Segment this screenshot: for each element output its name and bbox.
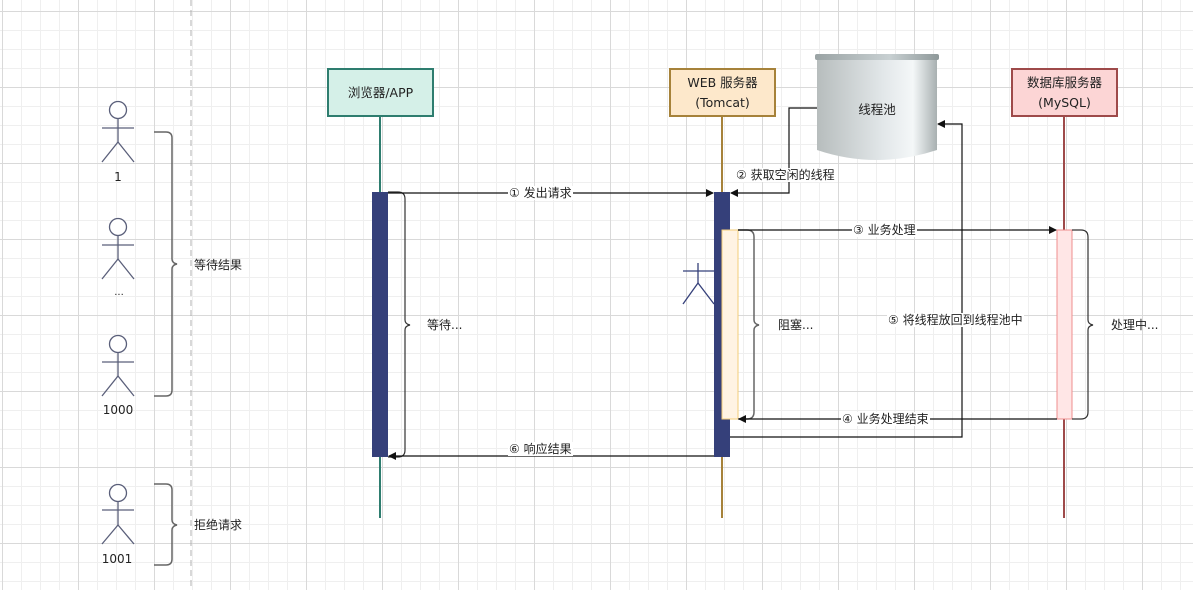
message-2-arrow <box>730 107 817 197</box>
message-6-label: ⑥ 响应结果 <box>508 442 573 456</box>
user-figure-1000 <box>101 334 135 397</box>
message-4-step: ④ <box>842 412 853 426</box>
message-6-text: 响应结果 <box>523 442 572 456</box>
participant-web-line1: WEB 服务器 <box>687 74 758 90</box>
message-2-step: ② <box>736 168 747 182</box>
message-5-label: ⑤ 将线程放回到线程池中 <box>887 313 1024 327</box>
user-figure-1 <box>101 100 135 163</box>
reject-request-label: 拒绝请求 <box>194 518 243 532</box>
browser-wait-brace <box>388 191 411 458</box>
participant-db-line2: (MySQL) <box>1038 94 1091 110</box>
user-label-1000: 1000 <box>102 403 134 417</box>
browser-wait-label: 等待... <box>427 318 463 332</box>
waiting-result-label: 等待结果 <box>194 258 243 272</box>
message-1-label: ① 发出请求 <box>508 186 573 200</box>
thread-pool-label-box[interactable]: 线程池 <box>817 90 937 130</box>
user-label-1001: 1001 <box>101 552 133 566</box>
web-block-label: 阻塞... <box>778 318 814 332</box>
user-label-1: 1 <box>114 170 122 184</box>
message-3-label: ③ 业务处理 <box>852 223 917 237</box>
web-block-brace <box>738 229 760 420</box>
thread-pool-cylinder <box>815 54 939 160</box>
message-1-step: ① <box>509 186 520 200</box>
rejected-brace <box>154 483 178 566</box>
participant-web-line2: (Tomcat) <box>695 94 750 110</box>
participant-db-server[interactable]: 数据库服务器 (MySQL) <box>1011 68 1118 117</box>
message-4-label: ④ 业务处理结束 <box>841 412 930 426</box>
thread-figure <box>682 263 715 305</box>
participant-db-line1: 数据库服务器 <box>1026 74 1102 90</box>
user-figure-ellipsis <box>101 217 135 280</box>
thread-pool-label: 线程池 <box>858 102 896 117</box>
user-figure-1001 <box>101 483 135 545</box>
db-processing-label: 处理中... <box>1111 318 1159 332</box>
user-label-ellipsis: ... <box>114 287 124 298</box>
db-activation-bar <box>1056 229 1073 420</box>
message-3-step: ③ <box>853 223 864 237</box>
message-2-label: ② 获取空闲的线程 <box>735 168 836 182</box>
browser-activation-bar <box>372 192 388 457</box>
participant-browser-label: 浏览器/APP <box>347 84 414 100</box>
participant-browser[interactable]: 浏览器/APP <box>327 68 434 117</box>
db-processing-brace <box>1072 229 1094 420</box>
message-5-step: ⑤ <box>888 313 899 327</box>
message-3-text: 业务处理 <box>867 223 916 237</box>
message-6-step: ⑥ <box>509 442 520 456</box>
message-5-text: 将线程放回到线程池中 <box>902 313 1023 327</box>
message-4-text: 业务处理结束 <box>856 412 929 426</box>
web-thread-activation-bar <box>721 229 739 420</box>
message-1-text: 发出请求 <box>523 186 572 200</box>
message-2-text: 获取空闲的线程 <box>750 168 835 182</box>
participant-web-server[interactable]: WEB 服务器 (Tomcat) <box>669 68 776 117</box>
message-5-arrow <box>730 120 963 438</box>
waiting-brace <box>154 131 178 397</box>
